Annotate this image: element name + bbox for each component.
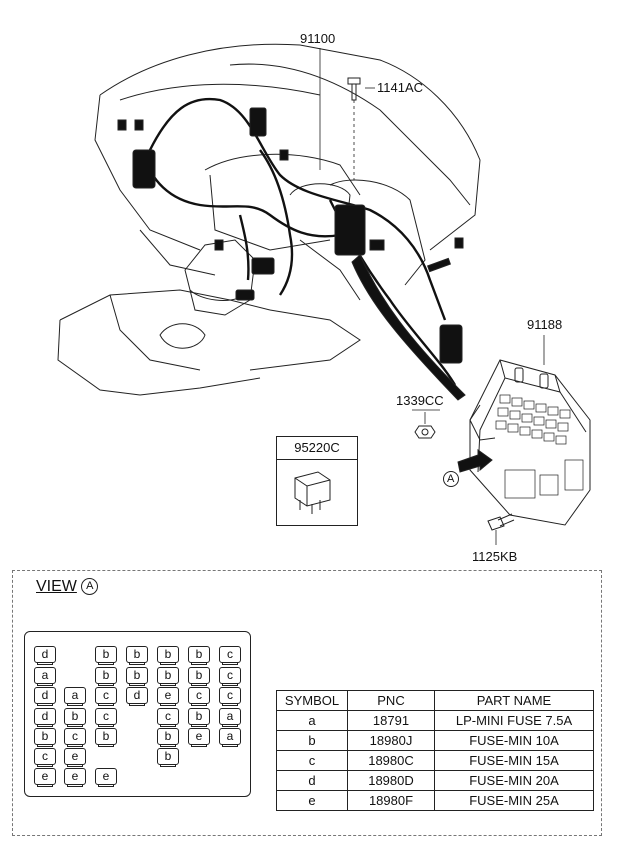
legend-symbol: d [276, 770, 348, 791]
legend-pnc: 18791 [347, 710, 435, 731]
fuse-slot: c [219, 667, 241, 686]
fuse-slot: c [219, 646, 241, 665]
view-title-text: VIEW [36, 578, 77, 595]
relay-95220c-icon [294, 471, 331, 514]
fuse-slot: c [95, 687, 117, 706]
fuse-slot: b [95, 667, 117, 686]
fuse-slot: e [64, 748, 86, 767]
harness-connectors [117, 107, 464, 364]
legend-pnc: 18980D [347, 770, 435, 791]
legend-header-symbol: SYMBOL [276, 690, 348, 711]
fuse-slot: d [34, 646, 56, 665]
fuse-slot: b [64, 708, 86, 727]
fuse-slot: c [95, 708, 117, 727]
legend-header-part-name: PART NAME [434, 690, 594, 711]
bolt-1125kb-icon [487, 513, 515, 531]
fuse-slot: b [34, 728, 56, 747]
fuse-slot: c [219, 687, 241, 706]
legend-pnc: 18980F [347, 790, 435, 811]
legend-part-name: FUSE-MIN 25A [434, 790, 594, 811]
legend-part-name: FUSE-MIN 20A [434, 770, 594, 791]
fuse-slot: a [219, 708, 241, 727]
view-a-panel [12, 570, 602, 836]
legend-pnc: 18980C [347, 750, 435, 771]
fuse-slot: b [157, 728, 179, 747]
legend-symbol: e [276, 790, 348, 811]
fuse-slot: b [157, 748, 179, 767]
legend-symbol: a [276, 710, 348, 731]
fuse-slot: b [126, 646, 148, 665]
legend-header-row: SYMBOL PNC PART NAME [276, 690, 594, 711]
nut-1339cc-icon [414, 425, 436, 439]
view-a-marker: A [447, 473, 455, 485]
fuse-slot: c [157, 708, 179, 727]
fuse-slot: b [95, 728, 117, 747]
fuse-slot: b [95, 646, 117, 665]
view-a-title: VIEW A [36, 578, 99, 596]
fuse-slot: e [64, 768, 86, 787]
legend-part-name: LP-MINI FUSE 7.5A [434, 710, 594, 731]
fuse-slot: a [64, 687, 86, 706]
junction-block-91188 [469, 359, 591, 526]
fuse-slot: d [34, 687, 56, 706]
fuse-slot: a [219, 728, 241, 747]
legend-symbol: b [276, 730, 348, 751]
fuse-box-layout [24, 631, 251, 797]
fuse-slot: b [188, 646, 210, 665]
fuse-slot: b [157, 667, 179, 686]
fuse-slot: d [34, 708, 56, 727]
fuse-slot: b [126, 667, 148, 686]
legend-pnc: 18980J [347, 730, 435, 751]
label-91188: 91188 [527, 317, 563, 332]
label-1339cc: 1339CC [396, 393, 444, 408]
bolt-1141ac-icon [347, 77, 361, 101]
fuse-slot: c [64, 728, 86, 747]
fuse-slot: d [126, 687, 148, 706]
label-1141ac: 1141AC [377, 80, 424, 95]
label-1125kb: 1125KB [472, 549, 518, 564]
relay-detail-box: 95220C [276, 436, 358, 526]
fuse-slot: e [188, 728, 210, 747]
legend-part-name: FUSE-MIN 10A [434, 730, 594, 751]
fuse-slot: c [188, 687, 210, 706]
legend-part-name: FUSE-MIN 15A [434, 750, 594, 771]
fuse-slot: e [157, 687, 179, 706]
view-a-arrow [443, 449, 493, 487]
view-title-marker: A [81, 578, 99, 596]
legend-header-pnc: PNC [347, 690, 435, 711]
label-91100: 91100 [300, 31, 336, 46]
label-95220c: 95220C [277, 437, 357, 460]
fuse-slot: a [34, 667, 56, 686]
fuse-slot: b [157, 646, 179, 665]
fuse-slot: e [95, 768, 117, 787]
fuse-slot: c [34, 748, 56, 767]
fuse-slot: b [188, 708, 210, 727]
fuse-slot: e [34, 768, 56, 787]
legend-symbol: c [276, 750, 348, 771]
fuse-slot: b [188, 667, 210, 686]
callout-leaders [319, 48, 545, 545]
harness-tail [351, 254, 466, 401]
